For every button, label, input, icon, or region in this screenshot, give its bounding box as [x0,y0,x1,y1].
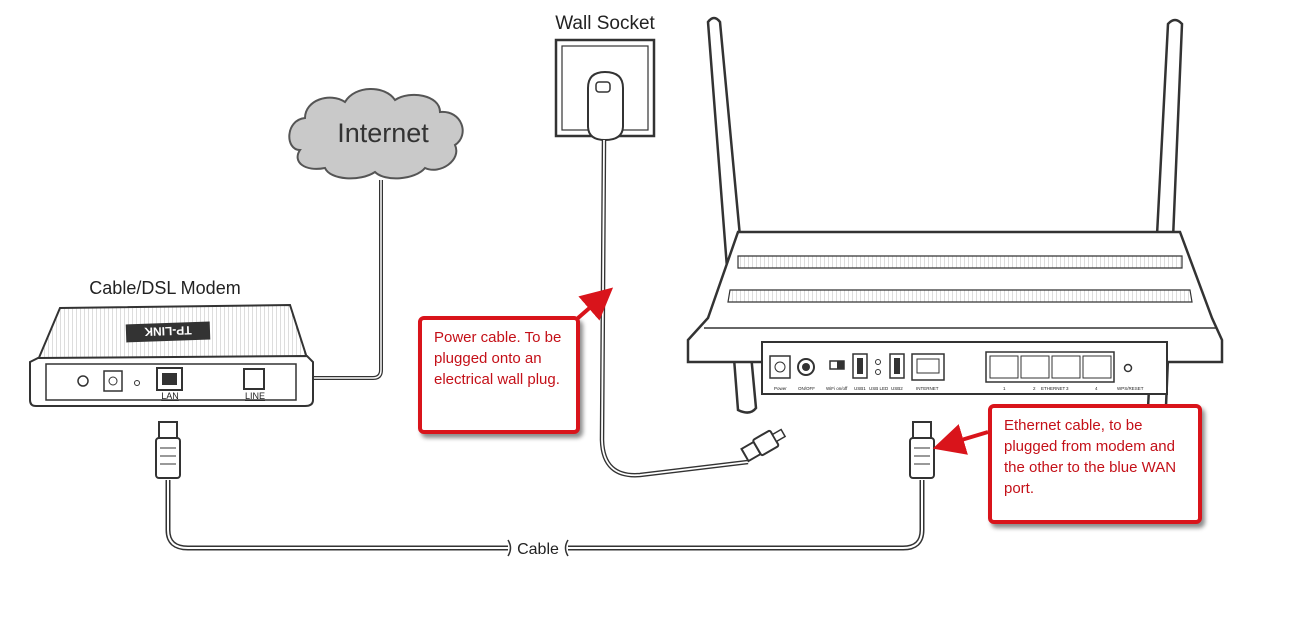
modem-label: Cable/DSL Modem [89,278,240,298]
cable-dsl-modem: Cable/DSL Modem TP-LINK LAN LINE [29,278,314,407]
modem-lan-label: LAN [161,391,179,401]
port-label-ethernet: ETHERNET [1041,386,1066,391]
router-lan-port-4 [1082,355,1112,379]
port-label-eth4: 4 [1095,386,1098,391]
ethernet-cable-callout-text: Ethernet cable, to be plugged from modem… [1004,417,1177,497]
port-label-wifi: WiFi on/off [826,386,848,391]
modem-power-button-icon [77,375,89,387]
router-lan-port-1 [989,355,1019,379]
port-label-eth2: 2 [1033,386,1036,391]
port-label-eth3: 3 [1066,386,1069,391]
internet-cloud: Internet [288,88,464,180]
ethernet-cable-callout: Ethernet cable, to be plugged from modem… [988,404,1202,524]
ethernet-callout-arrow [932,424,989,455]
router-wps-button-icon [1123,363,1133,373]
power-plug [740,428,787,463]
wall-socket-label: Wall Socket [555,13,655,34]
router-lan-port-2 [1020,355,1050,379]
router: Power ON/OFF WiFi on/off USB1 USB LED US… [686,16,1224,414]
router-lan-port-3 [1051,355,1081,379]
internet-label: Internet [337,118,429,148]
cable-label: Cable [517,541,559,558]
router-ethernet-plug [909,421,935,479]
router-power-jack [769,355,791,379]
power-callout-arrow [576,287,614,321]
port-label-power: Power [774,386,787,391]
modem-line-port [243,368,265,390]
wall-socket: Wall Socket [554,13,656,142]
power-cable-callout-text: Power cable. To be plugged onto an elect… [434,329,562,388]
port-label-onoff: ON/OFF [798,386,815,391]
modem-brand: TP-LINK [144,323,192,339]
port-label-wps: WPS/RESET [1117,386,1144,391]
power-cable-callout: Power cable. To be plugged onto an elect… [418,316,580,434]
port-label-internet: INTERNET [916,386,939,391]
port-label-usb2: USB2 [891,386,903,391]
modem-line-label: LINE [245,391,265,401]
port-label-usb1: USB1 [854,386,866,391]
modem-ethernet-plug [155,421,181,479]
ethernet-cable [165,480,925,551]
port-label-eth1: 1 [1003,386,1006,391]
port-label-usb-led: USB LED [869,386,889,391]
